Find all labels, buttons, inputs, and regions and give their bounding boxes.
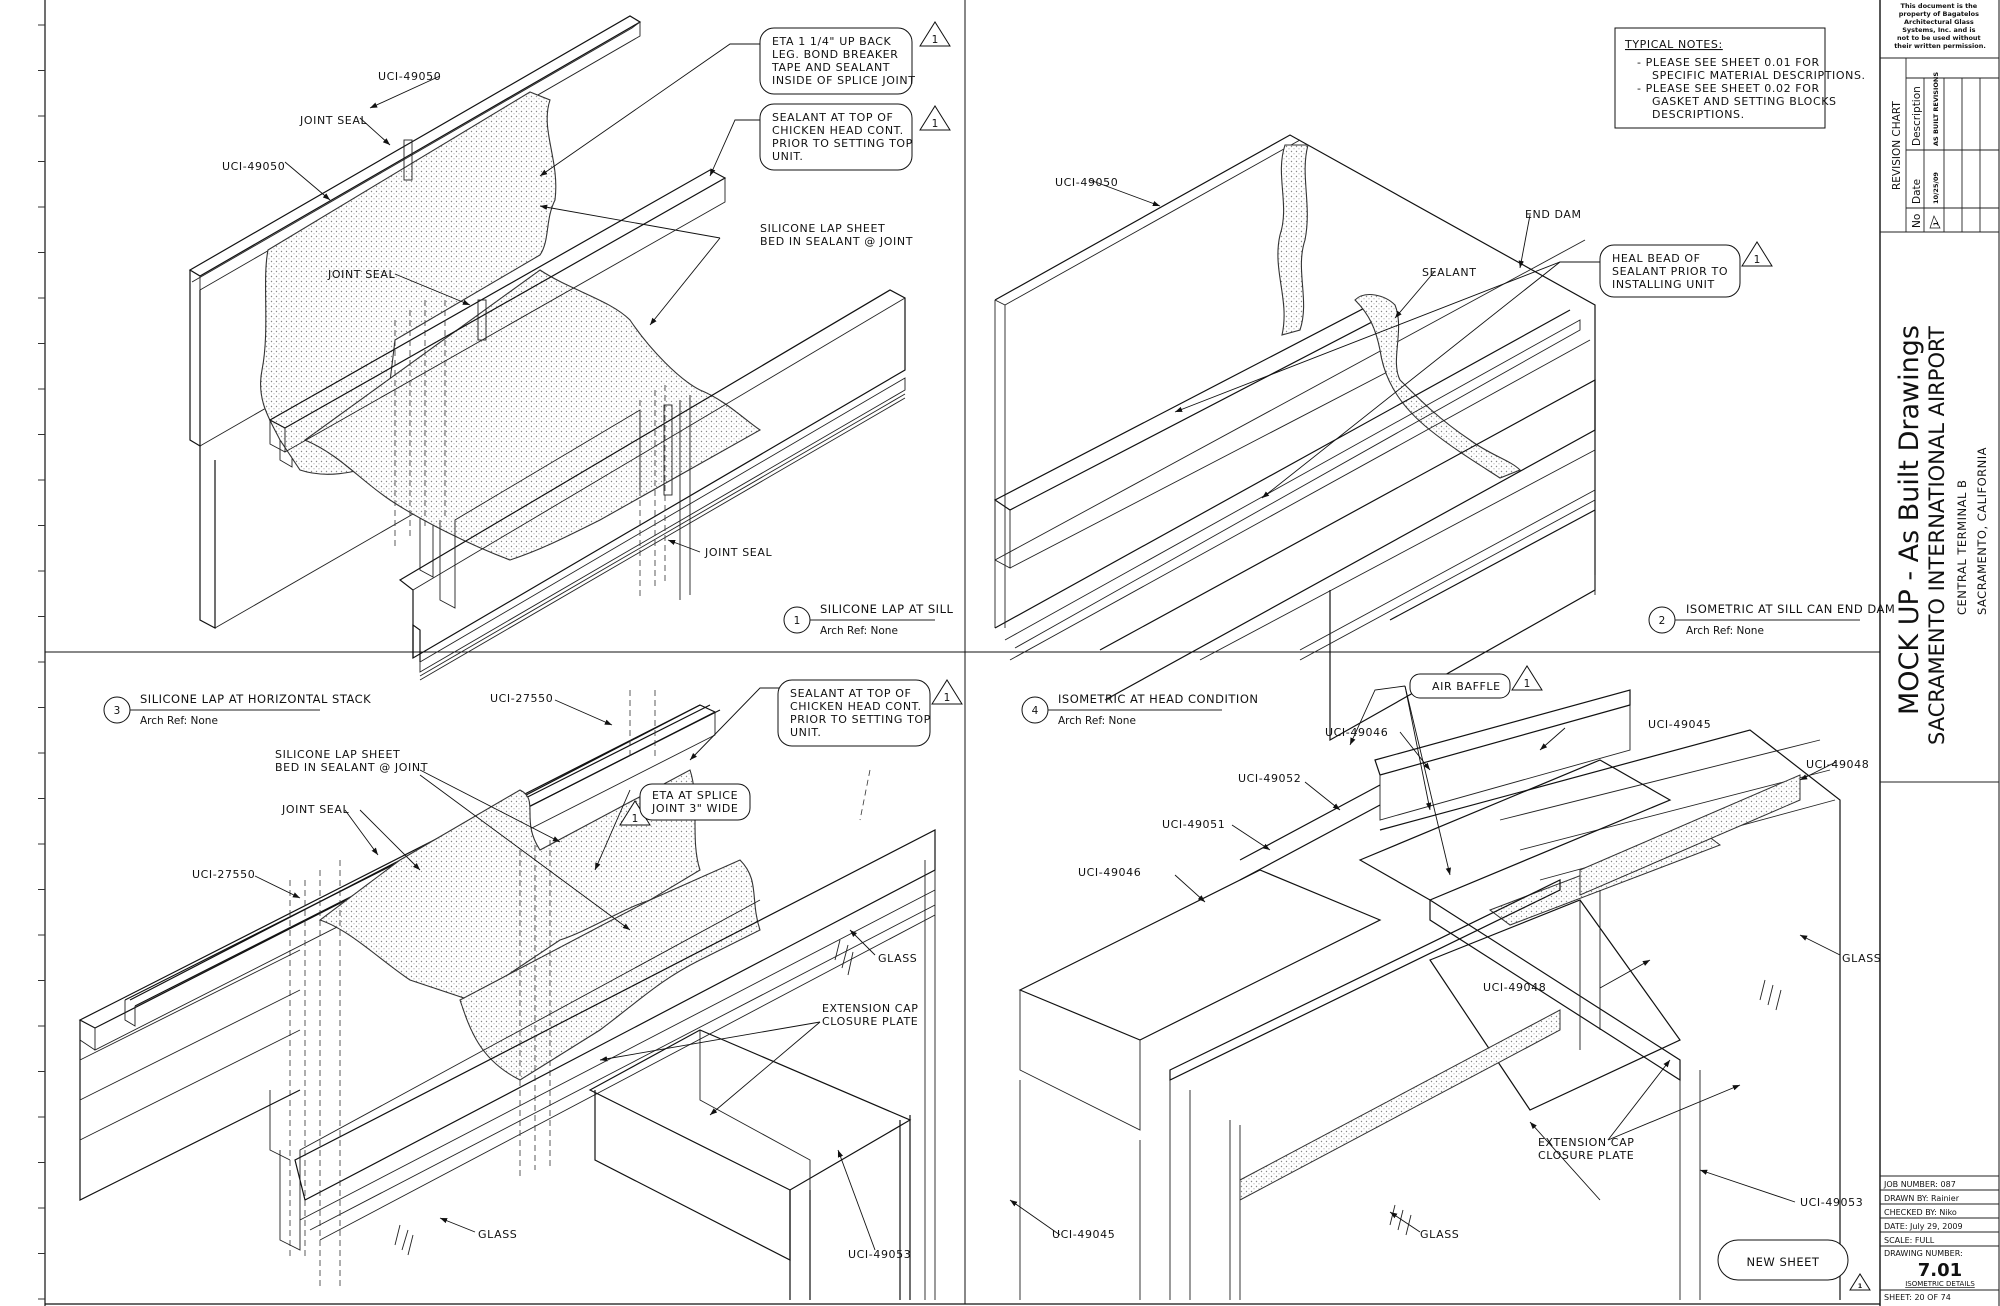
drawing-number-label: DRAWING NUMBER: xyxy=(1884,1249,1963,1258)
project-title: MOCK UP - As Built Drawings xyxy=(1894,325,1925,715)
revision-chart-title: REVISION CHART xyxy=(1891,101,1903,190)
sheet-count: SHEET: 20 OF 74 xyxy=(1884,1293,1951,1302)
d1-detail-title: SILICONE LAP AT SILL xyxy=(820,602,953,616)
d2-rev-triangle: 1 xyxy=(1754,254,1761,266)
new-sheet-cloud: NEW SHEET xyxy=(1747,1255,1820,1269)
revision-row-date: 10/25/09 xyxy=(1932,172,1940,204)
d3-detail-number: 3 xyxy=(114,705,121,717)
d1-joint-seal-bottom: JOINT SEAL xyxy=(704,546,772,559)
d4-uci-49052: UCI-49052 xyxy=(1238,772,1301,785)
d3-detail-title: SILICONE LAP AT HORIZONTAL STACK xyxy=(140,692,371,706)
d1-sealant-note: SEALANT AT TOP OF CHICKEN HEAD CONT. PRI… xyxy=(772,111,917,163)
detail-2-drawing xyxy=(993,134,1596,742)
checked-by: CHECKED BY: Niko xyxy=(1884,1208,1957,1217)
d4-detail-number: 4 xyxy=(1032,705,1039,717)
d1-detail-number: 1 xyxy=(794,615,801,627)
d3-joint-seal: JOINT SEAL xyxy=(281,803,349,816)
d3-extension-cap-note: EXTENSION CAP CLOSURE PLATE xyxy=(822,1002,923,1028)
d2-uci-49050: UCI-49050 xyxy=(1055,176,1118,189)
detail-3-annotations: 3 SILICONE LAP AT HORIZONTAL STACK Arch … xyxy=(103,679,963,1261)
d2-detail-number: 2 xyxy=(1659,615,1666,627)
d1-joint-seal-mid: JOINT SEAL xyxy=(327,268,395,281)
d3-uci-49053: UCI-49053 xyxy=(848,1248,911,1261)
revision-header-description: Description xyxy=(1911,86,1923,146)
d1-uci-49050-left: UCI-49050 xyxy=(222,160,285,173)
d1-arch-ref: Arch Ref: None xyxy=(820,625,898,637)
d2-detail-title: ISOMETRIC AT SILL CAN END DAM xyxy=(1686,602,1895,616)
d4-uci-49048-top: UCI-49048 xyxy=(1806,758,1869,771)
d3-rev-triangle-2: 1 xyxy=(632,813,639,825)
d3-eta-note: ETA AT SPLICE JOINT 3" WIDE xyxy=(651,789,742,815)
d4-arch-ref: Arch Ref: None xyxy=(1058,715,1136,727)
d4-glass-right: GLASS xyxy=(1842,952,1881,965)
d3-glass-right: GLASS xyxy=(878,952,917,965)
drawing-description: ISOMETRIC DETAILS xyxy=(1905,1280,1975,1288)
d3-glass-bottom: GLASS xyxy=(478,1228,517,1241)
typical-notes-body: - PLEASE SEE SHEET 0.01 FOR SPECIFIC MAT… xyxy=(1637,56,1870,121)
d4-rev-triangle: 1 xyxy=(1524,678,1531,690)
d1-rev-triangle-2: 1 xyxy=(932,118,939,130)
drawing-number: 7.01 xyxy=(1918,1260,1962,1281)
d4-uci-49045-bottom: UCI-49045 xyxy=(1052,1228,1115,1241)
detail-1-annotations: ETA 1 1/4" UP BACK LEG. BOND BREAKER TAP… xyxy=(222,21,953,637)
title-block-info: JOB NUMBER: 087 DRAWN BY: Rainier CHECKE… xyxy=(1880,1175,1999,1302)
drawing-date: DATE: July 29, 2009 xyxy=(1884,1222,1963,1231)
d4-uci-49046-left: UCI-49046 xyxy=(1078,866,1141,879)
d3-sealant-note: SEALANT AT TOP OF CHICKEN HEAD CONT. PRI… xyxy=(790,687,935,739)
project-terminal: CENTRAL TERMINAL B xyxy=(1955,480,1969,615)
detail-2-annotations: TYPICAL NOTES: - PLEASE SEE SHEET 0.01 F… xyxy=(1055,27,1895,637)
d2-sealant: SEALANT xyxy=(1422,266,1477,279)
revision-chart: REVISION CHART No Date Description 1 10/… xyxy=(1880,58,1999,233)
d3-uci-27550-top: UCI-27550 xyxy=(490,692,553,705)
d4-extension-cap-note: EXTENSION CAP CLOSURE PLATE xyxy=(1538,1136,1639,1162)
d3-lap-sheet-note: SILICONE LAP SHEET BED IN SEALANT @ JOIN… xyxy=(275,748,428,774)
revision-header-date: Date xyxy=(1911,179,1923,204)
new-sheet-rev-triangle: 1 xyxy=(1858,1282,1863,1290)
d1-uci-49050-top: UCI-49050 xyxy=(378,70,441,83)
d4-uci-49053: UCI-49053 xyxy=(1800,1196,1863,1209)
d2-arch-ref: Arch Ref: None xyxy=(1686,625,1764,637)
revision-header-no: No xyxy=(1911,214,1923,228)
leader-lines xyxy=(254,43,1841,1251)
d1-joint-seal-top: JOINT SEAL xyxy=(299,114,367,127)
d1-eta-note: ETA 1 1/4" UP BACK LEG. BOND BREAKER TAP… xyxy=(771,35,916,87)
job-number: JOB NUMBER: 087 xyxy=(1883,1180,1956,1189)
revision-row-description: AS BUILT REVISIONS xyxy=(1932,72,1940,146)
d2-end-dam: END DAM xyxy=(1525,208,1582,221)
detail-4-drawing xyxy=(1018,689,1841,1300)
d4-glass-bottom: GLASS xyxy=(1420,1228,1459,1241)
d3-uci-27550-left: UCI-27550 xyxy=(192,868,255,881)
d4-detail-title: ISOMETRIC AT HEAD CONDITION xyxy=(1058,692,1258,706)
project-location: SACRAMENTO, CALIFORNIA xyxy=(1975,447,1989,615)
d4-uci-49046-top: UCI-49046 xyxy=(1325,726,1388,739)
d1-rev-triangle-1: 1 xyxy=(932,34,939,46)
d3-rev-triangle-1: 1 xyxy=(944,692,951,704)
d4-uci-49051: UCI-49051 xyxy=(1162,818,1225,831)
detail-4-annotations: 4 ISOMETRIC AT HEAD CONDITION Arch Ref: … xyxy=(1021,665,1881,1291)
detail-3-drawing xyxy=(78,690,936,1300)
title-block: This document is the property of Bagatel… xyxy=(1880,2,1999,1302)
margin-ticks xyxy=(38,24,45,1300)
drawing-scale: SCALE: FULL xyxy=(1884,1236,1935,1245)
revision-row-no: 1 xyxy=(1932,221,1940,226)
d3-arch-ref: Arch Ref: None xyxy=(140,715,218,727)
project-subtitle: SACRAMENTO INTERNATIONAL AIRPORT xyxy=(1925,326,1949,745)
d4-uci-49045-top: UCI-49045 xyxy=(1648,718,1711,731)
detail-1-drawing xyxy=(188,15,906,681)
ownership-notice: This document is the property of Bagatel… xyxy=(1894,2,1986,50)
d2-heal-bead-note: HEAL BEAD OF SEALANT PRIOR TO INSTALLING… xyxy=(1612,252,1732,291)
d4-uci-49048-mid: UCI-49048 xyxy=(1483,981,1546,994)
sheet-border xyxy=(38,0,2000,1306)
d4-air-baffle: AIR BAFFLE xyxy=(1432,680,1501,693)
d1-lap-sheet-note: SILICONE LAP SHEET BED IN SEALANT @ JOIN… xyxy=(760,222,913,248)
drawn-by: DRAWN BY: Rainier xyxy=(1884,1194,1960,1203)
typical-notes-title: TYPICAL NOTES: xyxy=(1624,38,1723,51)
